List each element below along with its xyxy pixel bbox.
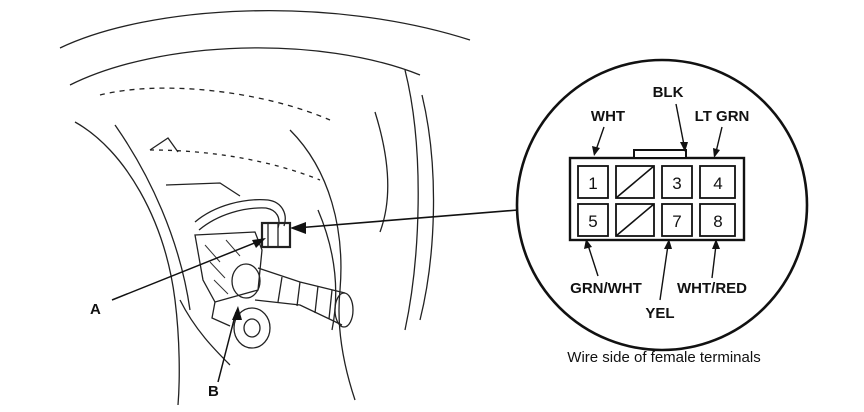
callout-b-arrowhead — [232, 306, 242, 320]
steering-column-sketch — [59, 10, 471, 406]
wire-label-grn-wht: GRN/WHT — [570, 280, 642, 297]
callout-b-leader — [217, 311, 237, 383]
wire-label-wht-red: WHT/RED — [677, 280, 747, 297]
detail-pointer-arrow — [295, 209, 519, 229]
wire-label-arrows — [587, 103, 723, 301]
detail-pointer-arrowhead — [290, 222, 306, 234]
terminal-4-label: 4 — [713, 174, 722, 193]
wire-label-lt-grn: LT GRN — [695, 108, 750, 125]
connector-face — [568, 149, 746, 242]
terminal-3-label: 3 — [672, 174, 681, 193]
terminal-8-label: 8 — [713, 212, 722, 231]
callout-a-leader — [111, 239, 263, 301]
wire-label-wht: WHT — [591, 108, 625, 125]
terminal-5-label: 5 — [588, 212, 597, 231]
callout-a-label: A — [90, 301, 101, 318]
terminal-7-label: 7 — [672, 212, 681, 231]
callout-a-arrowhead — [252, 238, 266, 248]
callout-b-label: B — [208, 383, 219, 400]
wire-label-yel: YEL — [645, 305, 674, 322]
wire-label-arrowheads — [584, 142, 720, 249]
switch-shading — [204, 239, 241, 295]
wire-label-blk: BLK — [653, 84, 684, 101]
terminal-1-label: 1 — [588, 174, 597, 193]
detail-caption: Wire side of female terminals — [567, 349, 760, 366]
